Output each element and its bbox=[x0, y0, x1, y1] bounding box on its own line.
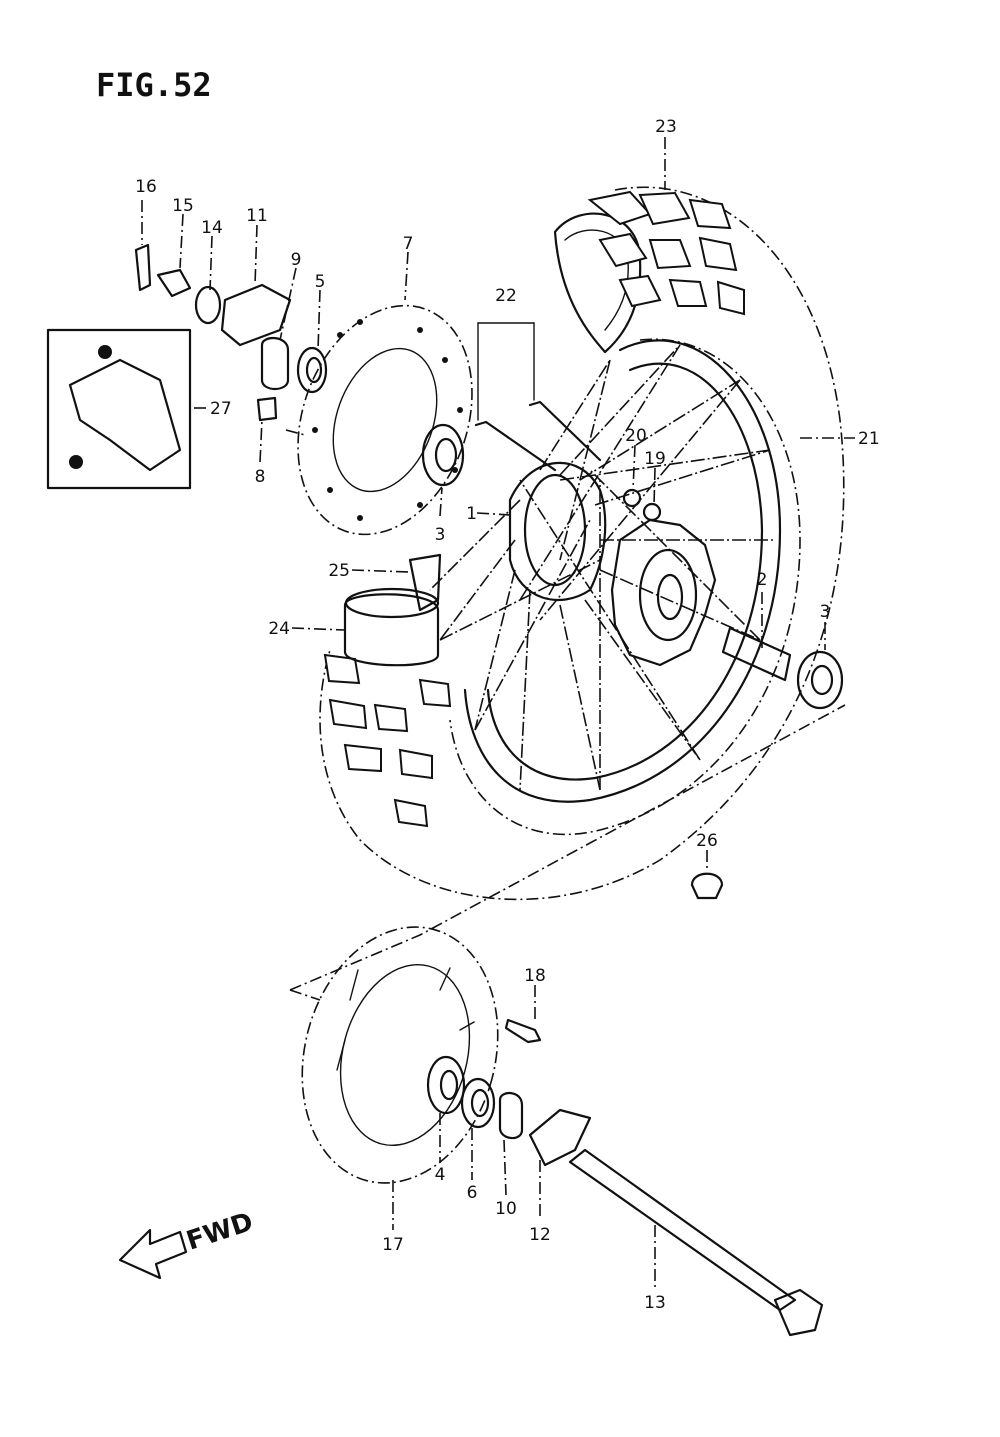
part-label-4: 4 bbox=[435, 1165, 446, 1185]
spokes bbox=[429, 344, 775, 791]
tire-inner-outline bbox=[449, 338, 801, 836]
part-label-9: 9 bbox=[291, 250, 302, 270]
axle-spacer bbox=[721, 626, 844, 710]
sprocket-flange bbox=[610, 518, 717, 667]
tire-section bbox=[553, 212, 642, 354]
part-label-12: 12 bbox=[529, 1225, 551, 1245]
part-label-23: 23 bbox=[655, 117, 677, 137]
plane-line-end bbox=[289, 989, 321, 1001]
washer-20 bbox=[622, 488, 642, 508]
part-label-17: 17 bbox=[382, 1235, 404, 1255]
part-label-8: 8 bbox=[255, 467, 266, 487]
part-label-7: 7 bbox=[403, 234, 414, 254]
chain-adjuster-right bbox=[528, 1108, 592, 1167]
part-label-5: 5 bbox=[315, 272, 326, 292]
spoke-nipples bbox=[474, 322, 602, 472]
part-label-16: 16 bbox=[135, 177, 157, 197]
axle-nut bbox=[156, 268, 192, 298]
bolt-18 bbox=[504, 1018, 542, 1044]
part-label-3: 3 bbox=[435, 525, 446, 545]
flange-bore bbox=[656, 573, 684, 621]
bearing-upper bbox=[421, 423, 465, 487]
part-label-10: 10 bbox=[495, 1199, 517, 1219]
sprocket bbox=[301, 926, 499, 1184]
part-label-13: 13 bbox=[644, 1293, 666, 1313]
fwd-label: FWD bbox=[183, 1207, 257, 1257]
small-parts-lower bbox=[426, 1018, 824, 1337]
part-label-14: 14 bbox=[201, 218, 223, 238]
small-parts-upper bbox=[134, 243, 328, 422]
rim bbox=[463, 339, 782, 803]
hub bbox=[508, 461, 607, 602]
disc-guard-box bbox=[46, 328, 192, 490]
part-label-2: 2 bbox=[757, 570, 768, 590]
assembly-plane-line bbox=[289, 704, 846, 991]
part-label-21: 21 bbox=[858, 429, 880, 449]
tube-part bbox=[343, 553, 442, 667]
part-label-20: 20 bbox=[625, 426, 647, 446]
part-label-26: 26 bbox=[696, 831, 718, 851]
flange-ring bbox=[638, 548, 698, 642]
washer-19 bbox=[642, 502, 662, 522]
callout-leaders bbox=[141, 137, 855, 1290]
rim-inner bbox=[486, 362, 764, 781]
axle-head bbox=[773, 1288, 824, 1337]
part-label-1: 1 bbox=[466, 504, 477, 524]
tire-outline bbox=[319, 186, 845, 901]
forward-arrow: FWD bbox=[118, 1207, 257, 1280]
tube bbox=[343, 593, 440, 667]
tube-top bbox=[344, 587, 440, 619]
part-label-11: 11 bbox=[246, 206, 268, 226]
rim-band bbox=[408, 553, 442, 612]
wheel-assembly bbox=[319, 186, 845, 901]
figure-title: FIG.52 bbox=[96, 66, 212, 104]
part-label-19: 19 bbox=[644, 449, 666, 469]
part-label-3b: 3 bbox=[820, 602, 831, 622]
bolt-8 bbox=[256, 396, 278, 422]
cotter-pin bbox=[134, 243, 152, 292]
part-label-27: 27 bbox=[210, 399, 232, 419]
part-label-6: 6 bbox=[467, 1183, 478, 1203]
tread-top bbox=[587, 190, 745, 316]
rubber-26 bbox=[690, 872, 724, 900]
axle bbox=[568, 1148, 797, 1312]
part-label-24: 24 bbox=[268, 619, 290, 639]
chain-adjuster-left bbox=[220, 283, 292, 347]
tread-lower bbox=[323, 653, 452, 828]
callout-labels: 1 2 3 3 4 5 6 7 8 9 10 11 12 13 14 15 16… bbox=[135, 117, 879, 1313]
part-label-22: 22 bbox=[495, 286, 517, 306]
part-label-25: 25 bbox=[328, 561, 350, 581]
part-label-18: 18 bbox=[524, 966, 546, 986]
part-label-15: 15 bbox=[172, 196, 194, 216]
